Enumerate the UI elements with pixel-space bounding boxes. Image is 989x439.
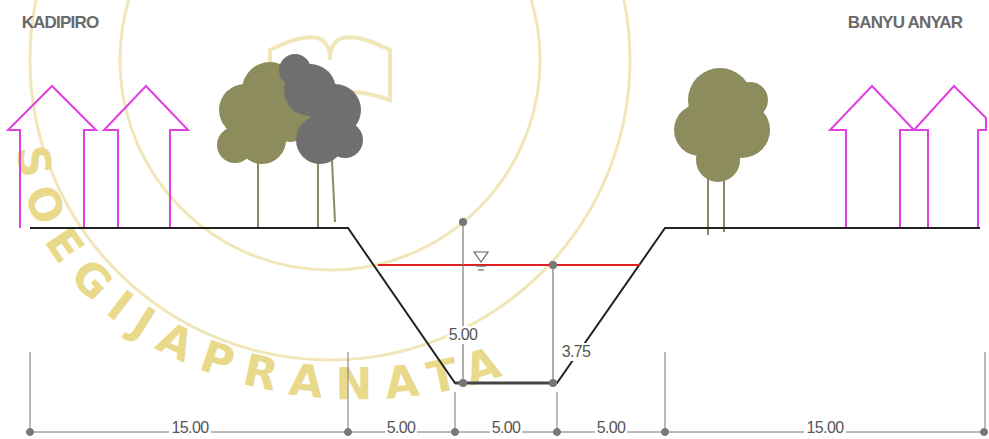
dimension-label: 15.00	[804, 419, 845, 437]
dimension-label: 15.00	[169, 419, 210, 437]
water-symbol	[474, 252, 488, 270]
tree-symbols	[217, 54, 770, 235]
dimension-label: 5.00	[385, 419, 418, 437]
water-level	[378, 264, 640, 266]
building-arrow	[8, 86, 96, 228]
dimension-label: 5.00	[595, 419, 628, 437]
height-dimension	[460, 219, 557, 387]
dimension-label: 5.00	[447, 326, 480, 344]
building-arrow	[830, 86, 914, 228]
place-name: KADIPIRO	[20, 13, 101, 32]
building-arrow	[914, 86, 986, 228]
channel-bed	[455, 382, 557, 385]
building-symbols	[8, 86, 986, 228]
watermark-ring	[120, 0, 540, 270]
dimension-label: 3.75	[560, 343, 593, 361]
channel-profile	[30, 228, 980, 383]
place-name: BANYU ANYAR	[846, 13, 965, 32]
building-arrow	[104, 86, 188, 228]
dimension-label: 5.00	[490, 419, 523, 437]
